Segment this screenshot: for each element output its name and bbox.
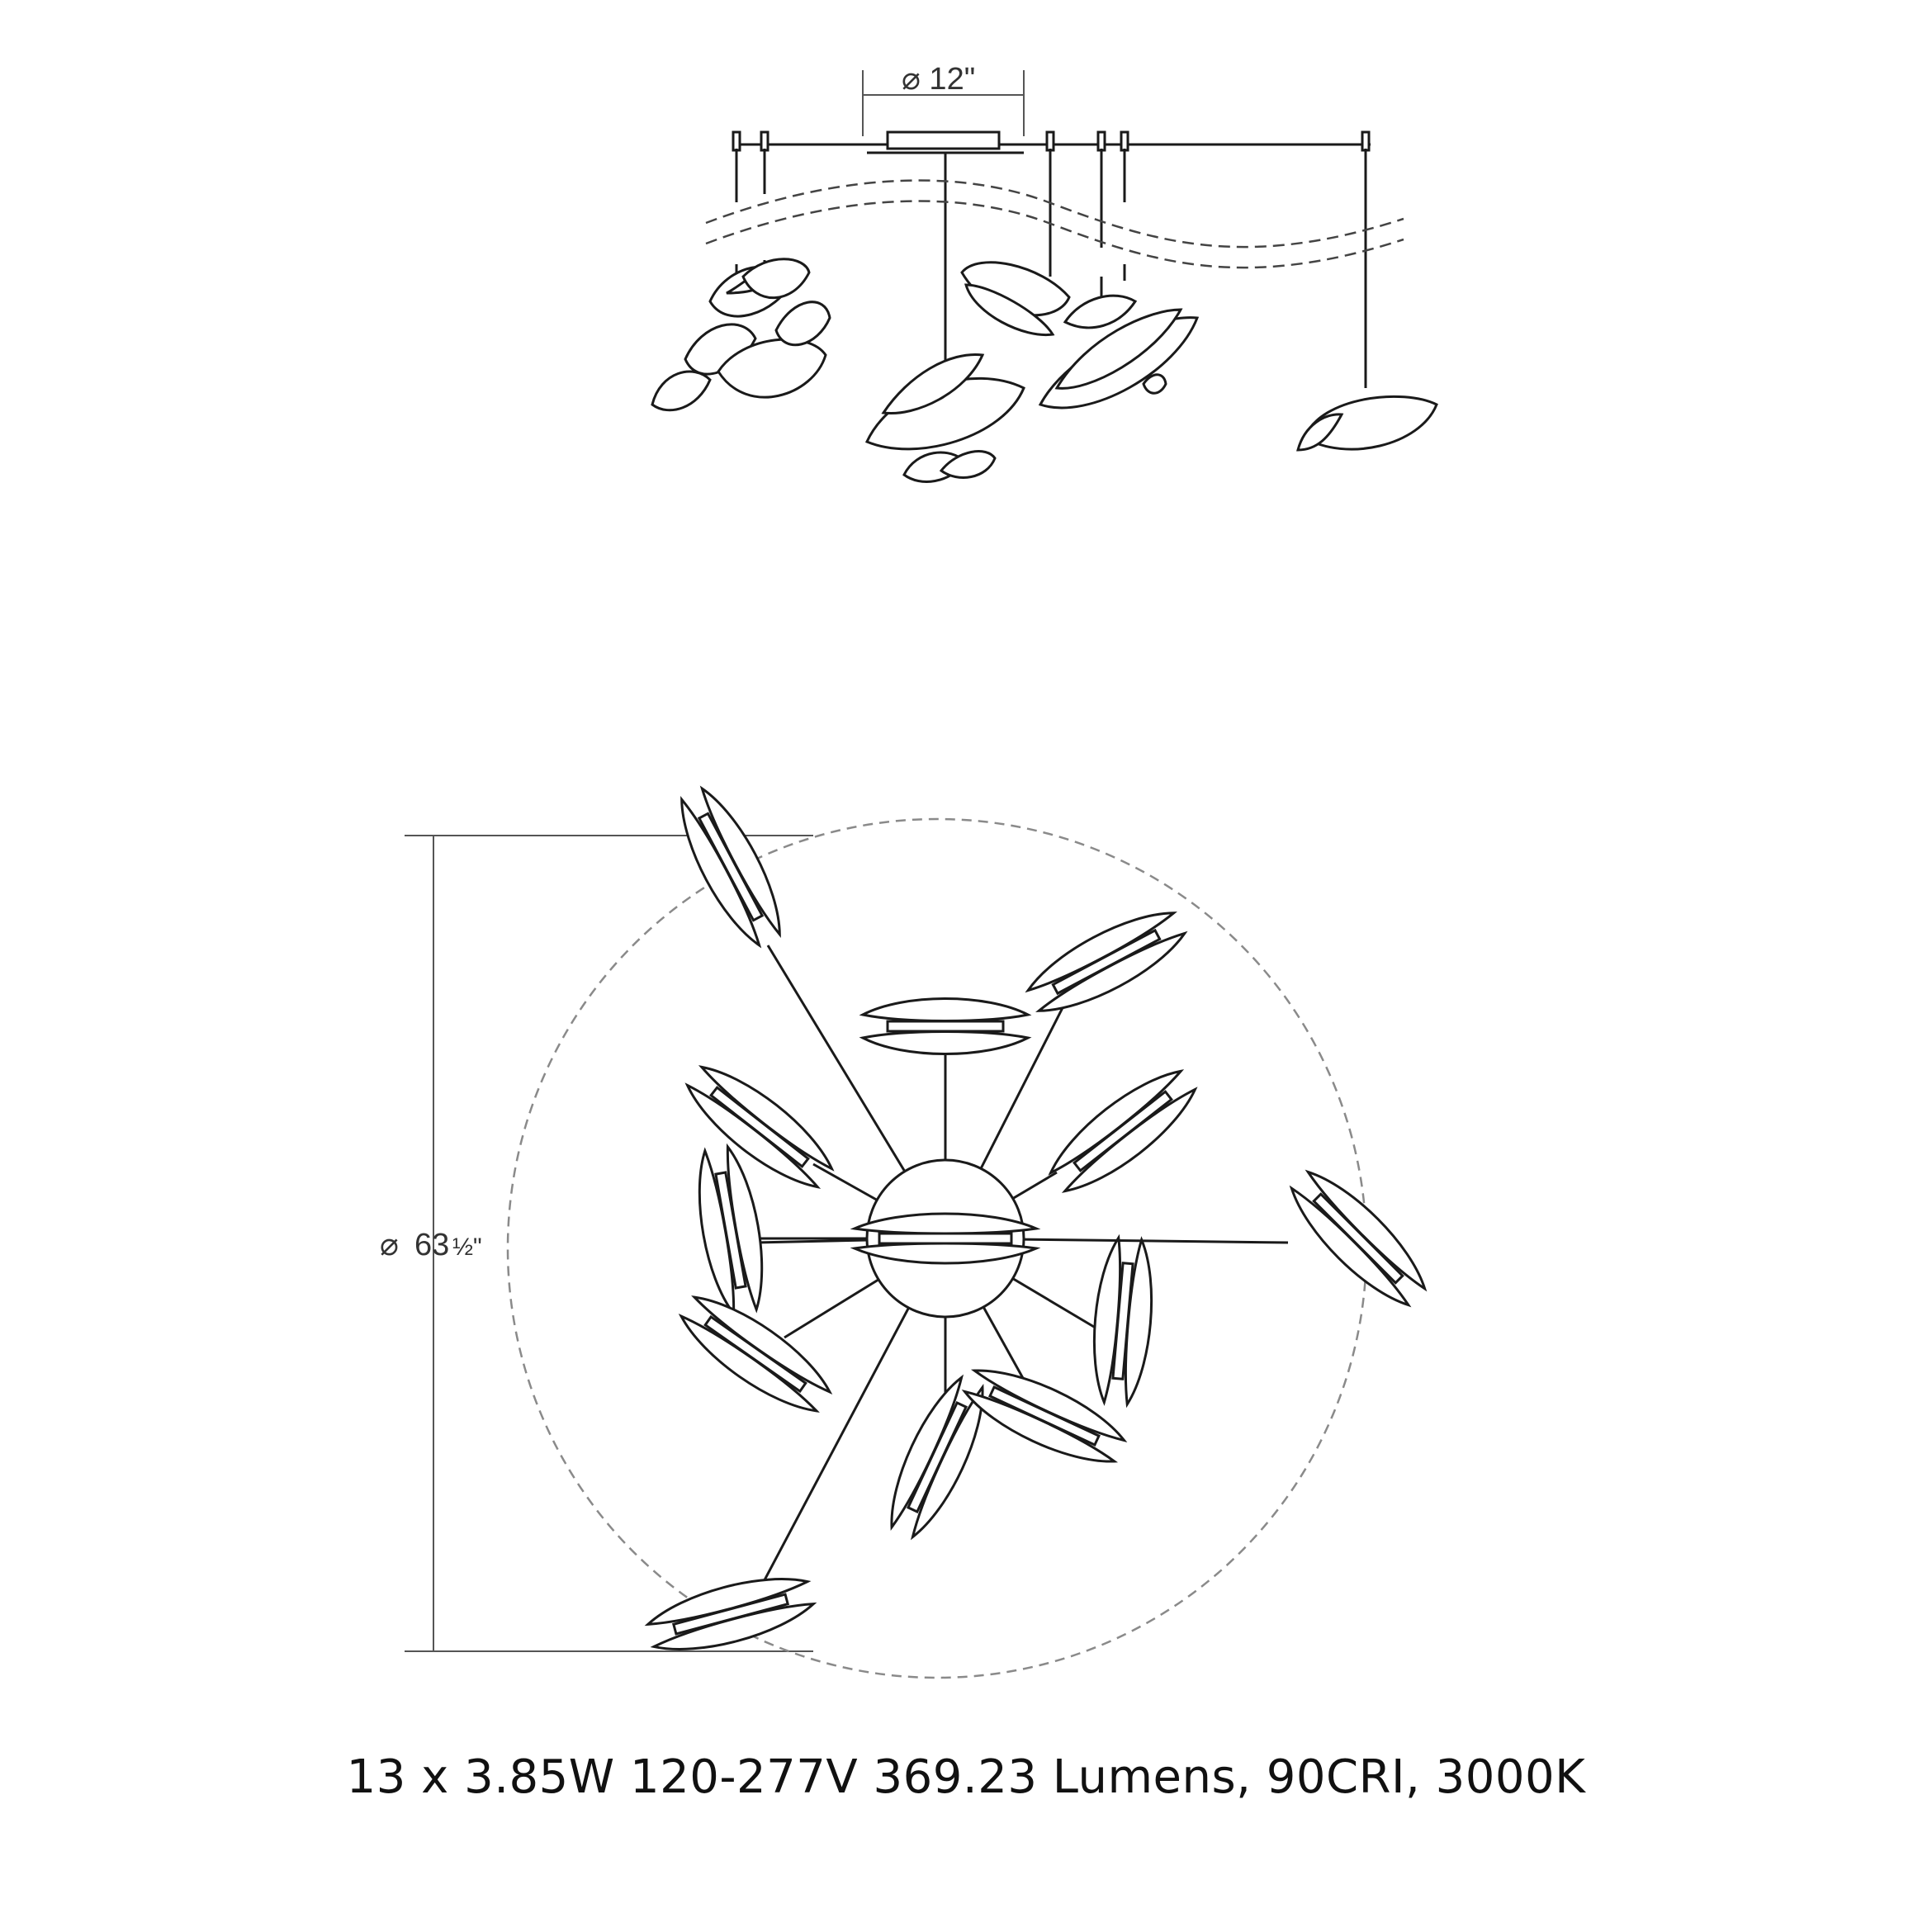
- shade-left-upper: [684, 1065, 835, 1189]
- canopy-dimension: [862, 70, 1025, 136]
- shade-left-lower: [678, 1295, 833, 1413]
- shade-bottom-center-a: [890, 1374, 984, 1541]
- shade-right-upper: [1048, 1069, 1198, 1193]
- rail-clips: [732, 130, 1371, 152]
- shade-right-lower: [1092, 1234, 1153, 1409]
- shade-right: [1289, 1169, 1428, 1308]
- shade-upper-center: [859, 997, 1032, 1055]
- shade-upper-right: [1025, 912, 1188, 1012]
- plan-view: ⌀ 63 ½": [380, 785, 1428, 1679]
- elevation-shades: [651, 258, 1438, 483]
- canopy: [886, 130, 1001, 150]
- elevation-view: ⌀ 12": [651, 62, 1438, 483]
- shade-left-mid: [698, 1143, 764, 1318]
- shade-bottom-left: [644, 1578, 817, 1650]
- overall-dimension-fraction: ½": [452, 1234, 482, 1261]
- shade-bottom-center-b: [961, 1369, 1128, 1463]
- overall-dimension-symbol: ⌀: [380, 1228, 399, 1262]
- spec-line: 13 x 3.85W 120-277V 369.23 Lumens, 90CRI…: [346, 1750, 1586, 1804]
- break-lines: [705, 179, 1404, 269]
- shade-top-left: [680, 785, 781, 949]
- overall-dimension-value: 63: [414, 1228, 449, 1262]
- shade-center: [850, 1212, 1041, 1265]
- plan-shades: [644, 785, 1428, 1650]
- canopy-dimension-label: ⌀ 12": [902, 62, 975, 97]
